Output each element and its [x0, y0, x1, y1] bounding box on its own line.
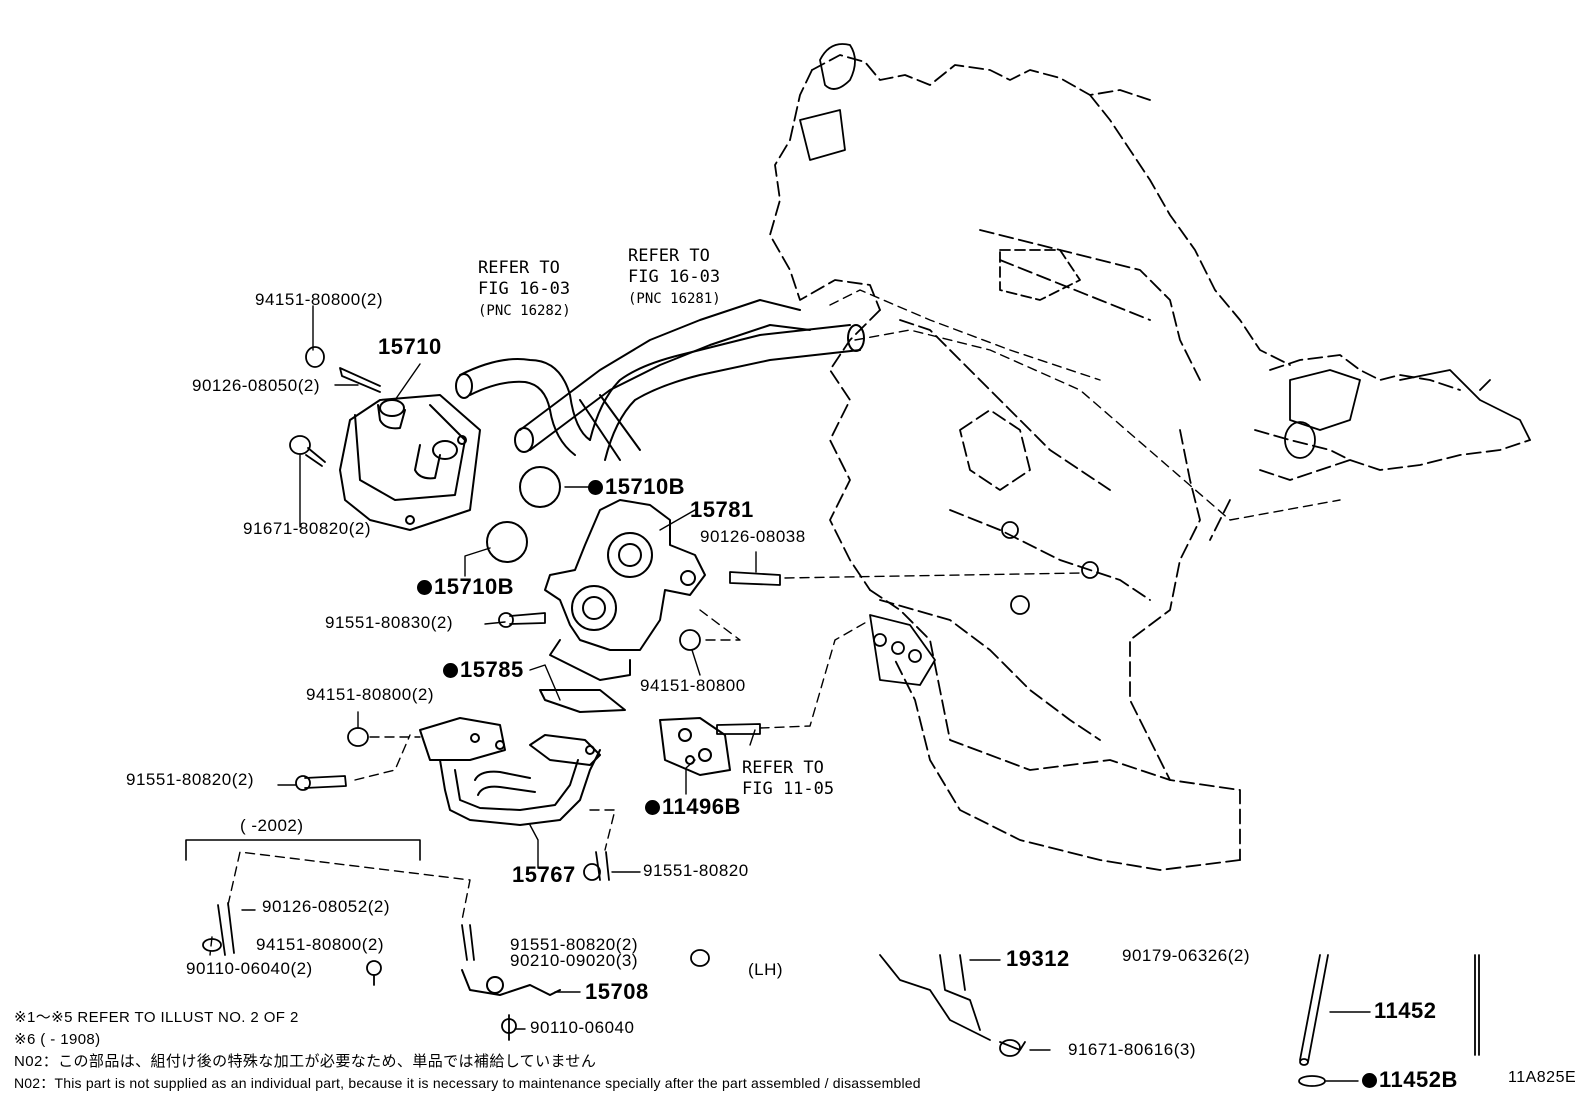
ref-hose-left-line3: (PNC 16282): [478, 303, 571, 319]
part-91551-80820-single: 91551-80820: [643, 861, 749, 880]
ref-hose-right-line3: (PNC 16281): [628, 291, 721, 307]
date-range-bracket: [185, 839, 421, 861]
part-94151-80800-2-mid: 94151-80800(2): [306, 685, 434, 704]
oil-cooler: [339, 394, 481, 531]
part-94151-80800-2-top: 94151-80800(2): [255, 290, 383, 309]
egr-pipe: [419, 717, 601, 826]
part-15710b-b: 15710B: [417, 576, 514, 598]
heater-hoses: [455, 299, 865, 461]
part-15710b-a: 15710B: [588, 476, 685, 498]
part-15710b-a-number: 15710B: [605, 474, 686, 499]
not-supplied-marker: [588, 480, 603, 495]
part-11496b: 11496B: [645, 796, 741, 818]
diagram-code: 11A825E: [1508, 1069, 1577, 1086]
part-90126-08038: 90126-08038: [700, 527, 806, 546]
part-15785: 15785: [443, 659, 524, 681]
part-90110-06040-2: 90110-06040(2): [186, 959, 313, 978]
part-91671-80820: 91671-80820(2): [243, 519, 371, 538]
bracket-range-label: ( -2002): [240, 816, 304, 835]
note-jp: N02：この部品は、組付け後の特殊な加工が必要なため、単品では補給していません: [14, 1053, 597, 1070]
note-refer-illust: ※1～※5 REFER TO ILLUST NO. 2 OF 2: [14, 1009, 299, 1026]
part-15785-number: 15785: [460, 657, 524, 682]
part-90210-09020: 90210-09020(3): [510, 951, 638, 970]
dipstick: [1298, 954, 1480, 1087]
part-15710: 15710: [378, 334, 442, 359]
part-91551-80830: 91551-80830(2): [325, 613, 453, 632]
part-15767: 15767: [512, 862, 576, 887]
part-90126-08052: 90126-08052(2): [262, 897, 390, 916]
part-91551-80820-2-low: 91551-80820(2): [510, 935, 638, 954]
part-91671-80616: 91671-80616(3): [1068, 1040, 1196, 1059]
not-supplied-marker: [1362, 1073, 1377, 1088]
ref-hose-right-line2: FIG 16-03: [628, 267, 721, 287]
part-11496b-number: 11496B: [662, 794, 741, 819]
part-15708: 15708: [585, 979, 649, 1004]
ref-hose-right: REFER TO FIG 16-03 (PNC 16281): [628, 246, 721, 310]
part-90110-06040: 90110-06040: [530, 1018, 635, 1037]
part-91551-80820-2: 91551-80820(2): [126, 770, 254, 789]
ref-hose-left-line1: REFER TO: [478, 258, 560, 278]
part-11452b-number: 11452B: [1379, 1067, 1458, 1092]
ref-hose-left-line2: FIG 16-03: [478, 279, 571, 299]
lower-bracket: [879, 954, 991, 1041]
ref-fig-11-05: REFER TO FIG 11-05: [742, 758, 834, 800]
engine-head-detail: [799, 43, 1531, 686]
assembly-lines: [209, 289, 1341, 956]
ref-hose-left: REFER TO FIG 16-03 (PNC 16282): [478, 258, 571, 322]
ref-fig-11-05-line1: REFER TO: [742, 758, 824, 778]
part-19312: 19312: [1006, 946, 1070, 971]
not-supplied-marker: [645, 800, 660, 815]
part-90126-08050: 90126-08050(2): [192, 376, 320, 395]
part-94151-80800-single: 94151-80800: [640, 676, 746, 695]
oil-cooler-bracket: [544, 499, 706, 681]
ref-hose-right-line1: REFER TO: [628, 246, 710, 266]
part-90179-06326: 90179-06326(2): [1122, 946, 1250, 965]
part-11452: 11452: [1374, 998, 1437, 1023]
gasket-11496b: [659, 717, 731, 776]
part-lh: (LH): [748, 960, 784, 979]
part-15781: 15781: [690, 497, 754, 522]
not-supplied-marker: [443, 663, 458, 678]
gasket-15785: [539, 689, 626, 713]
engine-block-outline: [769, 54, 1531, 871]
o-rings: [486, 466, 561, 563]
note-en: N02：This part is not supplied as an indi…: [14, 1075, 921, 1091]
note-date-range: ※6 ( - 1908): [14, 1031, 101, 1048]
bracket-15708: [461, 969, 561, 996]
leader-lines: [241, 305, 1371, 1082]
part-11452b: 11452B: [1362, 1069, 1458, 1091]
ref-fig-11-05-line2: FIG 11-05: [742, 779, 835, 799]
fasteners: [202, 346, 1026, 1057]
part-15710b-b-number: 15710B: [434, 574, 515, 599]
not-supplied-marker: [417, 580, 432, 595]
part-94151-80800-2-low: 94151-80800(2): [256, 935, 384, 954]
